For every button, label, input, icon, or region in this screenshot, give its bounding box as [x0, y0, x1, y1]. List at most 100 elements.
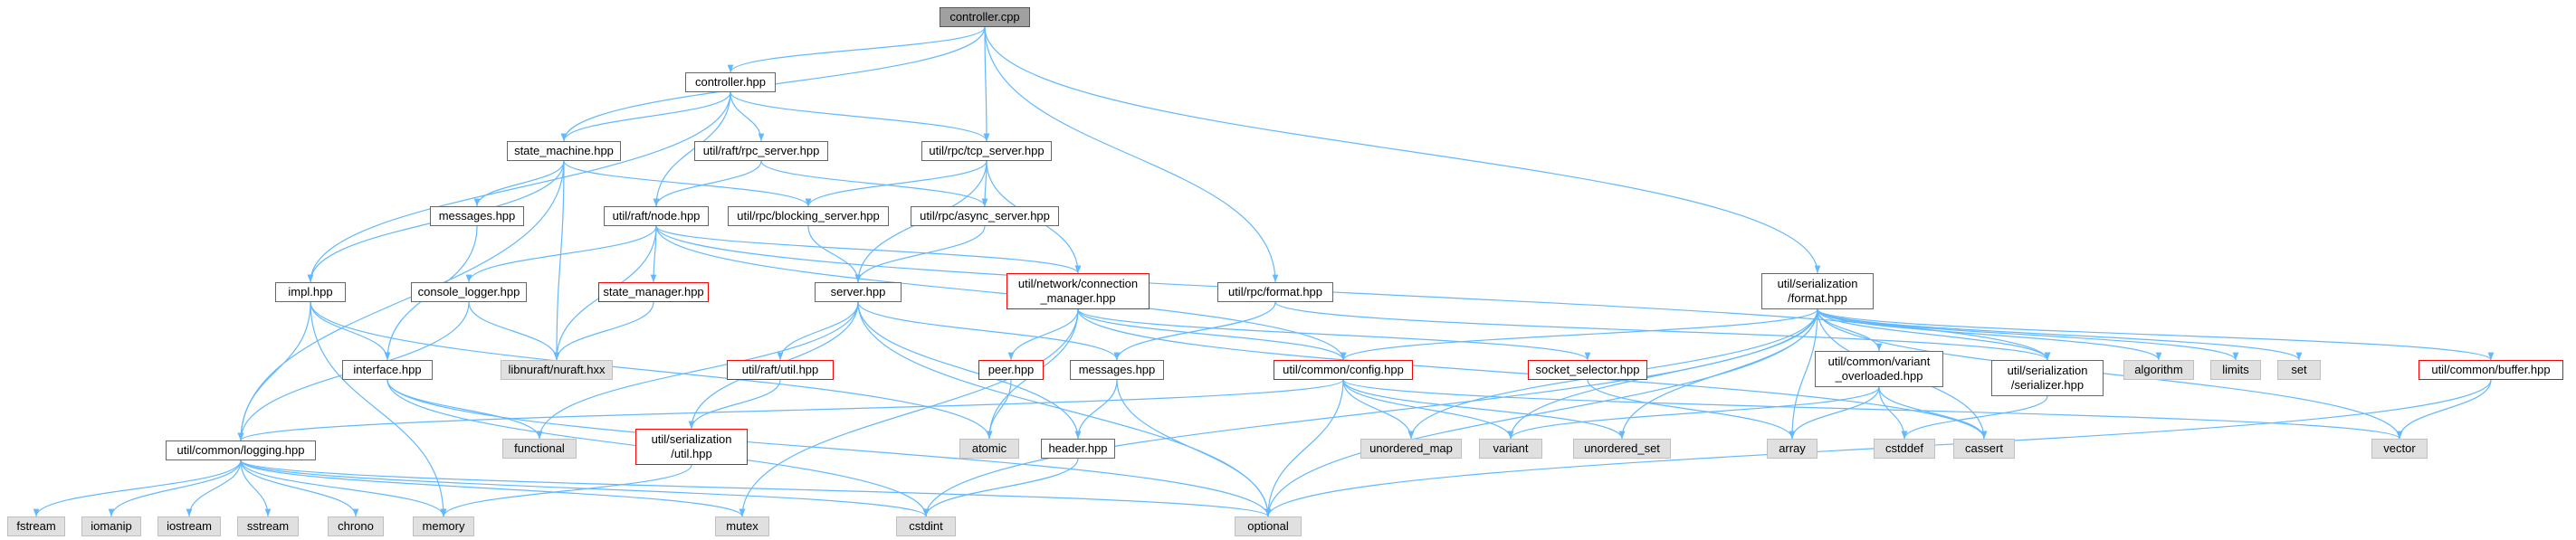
node-socket-selector-hpp[interactable]: socket_selector.hpp [1528, 360, 1647, 380]
node-util-serialization-util-hpp[interactable]: util/serialization /util.hpp [635, 429, 748, 465]
edge-util_raft_node_hpp-to-console_logger_hpp [465, 225, 657, 283]
edge-server_hpp-to-util_raft_util_hpp [777, 301, 859, 361]
edge-util_common_logging_hpp-to-memory [240, 459, 447, 517]
edge-util_common_logging_hpp-to-iostream [186, 459, 242, 517]
node-util-common-logging-hpp[interactable]: util/common/logging.hpp [166, 441, 316, 460]
node-limits[interactable]: limits [2210, 360, 2261, 380]
node-util-common-variant-overloaded-hpp[interactable]: util/common/variant _overloaded.hpp [1815, 351, 1943, 387]
edge-util_common_config_hpp-to-vector [1342, 379, 2403, 440]
node-server-hpp[interactable]: server.hpp [815, 282, 902, 302]
edge-interface_hpp-to-functional [386, 379, 543, 440]
node-memory[interactable]: memory [413, 516, 474, 536]
edge-util_common_logging_hpp-to-iomanip [108, 459, 242, 517]
edge-state_machine_hpp-to-messages_hpp_1 [473, 160, 565, 207]
node-mutex[interactable]: mutex [715, 516, 769, 536]
node-fstream[interactable]: fstream [7, 516, 65, 536]
edge-util_serialization_serializer_hpp-to-cstddef [1901, 395, 2048, 440]
edge-util_raft_rpc_server_hpp-to-util_rpc_async_server_hpp [760, 160, 988, 207]
edge-impl_hpp-to-interface_hpp [310, 301, 391, 361]
node-cstdint[interactable]: cstdint [896, 516, 956, 536]
node-header-hpp[interactable]: header.hpp [1041, 439, 1115, 459]
edge-messages_hpp_2-to-header_hpp [1074, 379, 1118, 440]
node-variant[interactable]: variant [1479, 439, 1542, 459]
edge-util_serialization_format_hpp-to-algorithm [1817, 308, 2162, 361]
edge-util_common_variant_overloaded_hpp-to-variant [1507, 386, 1880, 440]
edge-controller_cpp-to-controller_hpp [727, 26, 986, 73]
edge-util_rpc_format_hpp-to-messages_hpp_2 [1113, 301, 1276, 361]
node-util-raft-node-hpp[interactable]: util/raft/node.hpp [604, 206, 709, 226]
edge-util_common_config_hpp-to-unordered_map [1342, 379, 1415, 440]
node-interface-hpp[interactable]: interface.hpp [342, 360, 433, 380]
edge-impl_hpp-to-util_common_logging_hpp [237, 301, 311, 441]
edge-util_serialization_format_hpp-to-util_common_buffer_hpp [1817, 308, 2495, 361]
node-array[interactable]: array [1767, 439, 1818, 459]
node-util-rpc-blocking-server-hpp[interactable]: util/rpc/blocking_server.hpp [728, 206, 889, 226]
node-util-rpc-async-server-hpp[interactable]: util/rpc/async_server.hpp [911, 206, 1059, 226]
node-util-rpc-format-hpp[interactable]: util/rpc/format.hpp [1217, 282, 1333, 302]
edge-controller_hpp-to-state_machine_hpp [560, 91, 731, 142]
edge-util_serialization_format_hpp-to-util_serialization_serializer_hpp [1817, 308, 2051, 361]
edge-util_rpc_blocking_server_hpp-to-server_hpp [807, 225, 862, 283]
node-util-network-connection-manager-hpp[interactable]: util/network/connection _manager.hpp [1007, 273, 1150, 309]
node-controller-cpp[interactable]: controller.cpp [940, 7, 1030, 27]
edge-controller_hpp-to-util_raft_rpc_server_hpp [730, 91, 765, 142]
edge-controller_hpp-to-util_raft_node_hpp [653, 91, 731, 207]
edge-util_raft_rpc_server_hpp-to-util_raft_node_hpp [653, 160, 762, 207]
node-iomanip[interactable]: iomanip [81, 516, 141, 536]
edge-util_network_connection_manager_hpp-to-mutex [739, 308, 1079, 517]
node-unordered-map[interactable]: unordered_map [1360, 439, 1462, 459]
edge-util_common_logging_hpp-to-sstream [240, 459, 272, 517]
edge-util_serialization_format_hpp-to-limits [1817, 308, 2239, 361]
node-vector[interactable]: vector [2371, 439, 2428, 459]
node-state-manager-hpp[interactable]: state_manager.hpp [598, 282, 709, 302]
node-impl-hpp[interactable]: impl.hpp [275, 282, 346, 302]
node-util-raft-util-hpp[interactable]: util/raft/util.hpp [727, 360, 834, 380]
edge-controller_hpp-to-impl_hpp [307, 91, 731, 283]
edge-util_common_config_hpp-to-util_common_logging_hpp [237, 379, 1344, 441]
node-unordered-set[interactable]: unordered_set [1573, 439, 1671, 459]
edge-util_network_connection_manager_hpp-to-util_common_config_hpp [1077, 308, 1347, 361]
edge-controller_cpp-to-util_rpc_format_hpp [984, 26, 1279, 283]
node-sstream[interactable]: sstream [237, 516, 299, 536]
edge-util_common_config_hpp-to-optional [1264, 379, 1344, 517]
edge-util_serialization_format_hpp-to-cstdint [922, 308, 1818, 517]
node-util-raft-rpc-server-hpp[interactable]: util/raft/rpc_server.hpp [694, 141, 828, 161]
node-messages-hpp-2[interactable]: messages.hpp [1070, 360, 1164, 380]
edge-util_raft_node_hpp-to-util_common_config_hpp [655, 225, 1347, 361]
edge-util_common_variant_overloaded_hpp-to-array [1789, 386, 1880, 440]
edge-state_manager_hpp-to-libnuraft_nuraft_hxx [553, 301, 654, 361]
node-util-common-buffer-hpp[interactable]: util/common/buffer.hpp [2419, 360, 2563, 380]
edge-util_common_buffer_hpp-to-vector [2396, 379, 2492, 440]
edge-controller_cpp-to-util_rpc_tcp_server_hpp [983, 26, 990, 142]
node-chrono[interactable]: chrono [328, 516, 384, 536]
node-util-serialization-serializer-hpp[interactable]: util/serialization /serializer.hpp [1991, 360, 2104, 396]
node-functional[interactable]: functional [502, 439, 577, 459]
node-cstddef[interactable]: cstddef [1874, 439, 1935, 459]
edge-state_machine_hpp-to-util_common_logging_hpp [237, 160, 565, 441]
node-atomic[interactable]: atomic [959, 439, 1019, 459]
edge-util_serialization_format_hpp-to-vector [1817, 308, 2403, 440]
node-controller-hpp[interactable]: controller.hpp [685, 72, 776, 92]
edge-header_hpp-to-cstdint [922, 458, 1079, 517]
node-set[interactable]: set [2277, 360, 2321, 380]
edge-util_serialization_util_hpp-to-memory [440, 464, 692, 517]
node-cassert[interactable]: cassert [1953, 439, 2015, 459]
node-optional[interactable]: optional [1235, 516, 1302, 536]
node-util-rpc-tcp-server-hpp[interactable]: util/rpc/tcp_server.hpp [921, 141, 1052, 161]
node-messages-hpp-1[interactable]: messages.hpp [430, 206, 524, 226]
node-state-machine-hpp[interactable]: state_machine.hpp [507, 141, 621, 161]
node-iostream[interactable]: iostream [157, 516, 221, 536]
node-util-common-config-hpp[interactable]: util/common/config.hpp [1274, 360, 1413, 380]
node-util-serialization-format-hpp[interactable]: util/serialization /format.hpp [1761, 273, 1874, 309]
edge-util_common_variant_overloaded_hpp-to-cassert [1878, 386, 1988, 440]
edge-state_machine_hpp-to-libnuraft_nuraft_hxx [553, 160, 565, 361]
node-algorithm[interactable]: algorithm [2123, 360, 2194, 380]
node-libnuraft-nuraft-hxx[interactable]: libnuraft/nuraft.hxx [501, 360, 613, 380]
edge-util_raft_util_hpp-to-util_serialization_util_hpp [688, 379, 781, 430]
node-console-logger-hpp[interactable]: console_logger.hpp [411, 282, 527, 302]
node-peer-hpp[interactable]: peer.hpp [978, 360, 1044, 380]
edge-messages_hpp_2-to-optional [1116, 379, 1272, 517]
edge-controller_cpp-to-util_serialization_format_hpp [984, 26, 1821, 274]
edge-util_serialization_format_hpp-to-set [1817, 308, 2303, 361]
